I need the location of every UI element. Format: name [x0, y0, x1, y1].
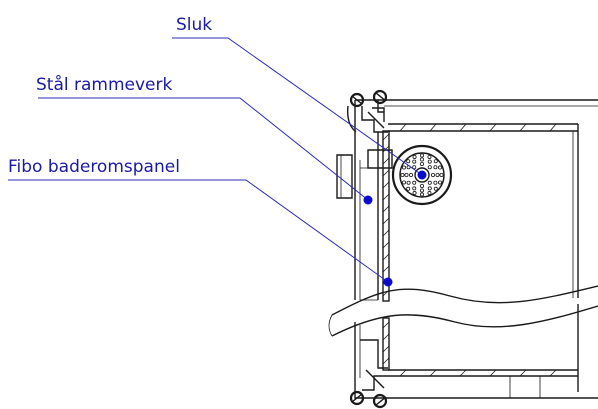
- grate-hole: [433, 159, 438, 164]
- break-line-lower: [331, 305, 598, 337]
- break-line-upper: [331, 285, 598, 316]
- label-panel: Fibo baderomspanel: [8, 157, 180, 177]
- grate-hole: [427, 180, 432, 185]
- drain-pipe: [367, 149, 393, 169]
- leader-steel-frame: [38, 97, 369, 201]
- grate-hole: [427, 186, 432, 191]
- grate-hole: [412, 165, 417, 170]
- panel-to-frame: [360, 167, 378, 301]
- grate-hole: [433, 165, 438, 170]
- corner-profile-top: [346, 89, 388, 160]
- leader-lines: [8, 37, 423, 283]
- grate-hole: [433, 186, 438, 191]
- grate-hole: [430, 172, 435, 177]
- break-line-left-cap: [328, 314, 333, 337]
- grate-hole: [427, 154, 432, 159]
- grate-hole: [427, 165, 432, 170]
- label-steel-frame: Stål rammeverk: [36, 74, 172, 95]
- cabin-left-wall-lower: [382, 317, 390, 371]
- grate-hole: [419, 183, 424, 188]
- grate-hole: [401, 165, 406, 170]
- grate-hole: [412, 154, 417, 159]
- grate-hole: [438, 165, 443, 170]
- drain-assembly: [367, 144, 453, 206]
- bottom-wall-hatch: [399, 369, 557, 377]
- bathroom-cross-section: [328, 89, 598, 409]
- grate-hole: [419, 188, 424, 193]
- grate-hole: [412, 180, 417, 185]
- grate-hole: [404, 172, 409, 177]
- grate-hole: [435, 172, 440, 177]
- grate-hole: [419, 157, 424, 162]
- grate-hole: [406, 180, 411, 185]
- panel-marker-dot: [383, 277, 393, 287]
- grate-hole: [419, 161, 424, 166]
- corner-profile-bottom: [349, 339, 388, 409]
- drain-center: [414, 167, 430, 183]
- drain-grate-holes: [400, 153, 444, 197]
- grate-hole: [412, 159, 417, 164]
- panel-clamp: [336, 154, 353, 199]
- grate-hole: [433, 180, 438, 185]
- grate-hole: [419, 192, 424, 197]
- leader-drain: [172, 37, 423, 176]
- grate-hole: [412, 191, 417, 196]
- grate-hole: [419, 153, 424, 158]
- left-wall-hatch-lower: [382, 321, 390, 365]
- left-wall-hatch: [382, 133, 390, 297]
- grate-hole: [427, 159, 432, 164]
- drain-marker-dot: [417, 170, 427, 180]
- top-wall-hatch: [399, 123, 557, 132]
- grate-hole: [406, 186, 411, 191]
- grate-hole: [412, 186, 417, 191]
- drain-inner-ring: [399, 152, 445, 198]
- grate-hole: [438, 180, 443, 185]
- grate-hole: [400, 172, 405, 177]
- grate-hole: [401, 180, 406, 185]
- grate-hole: [439, 172, 444, 177]
- grate-hole: [427, 191, 432, 196]
- leader-panel: [8, 179, 389, 283]
- label-drain: Sluk: [176, 15, 212, 35]
- grate-hole: [408, 172, 413, 177]
- steel-frame-marker-dot: [363, 195, 373, 205]
- cabin-left-wall: [382, 130, 390, 302]
- drain-outer-ring: [391, 144, 453, 206]
- grate-hole: [406, 159, 411, 164]
- bottom-detail: [509, 376, 541, 398]
